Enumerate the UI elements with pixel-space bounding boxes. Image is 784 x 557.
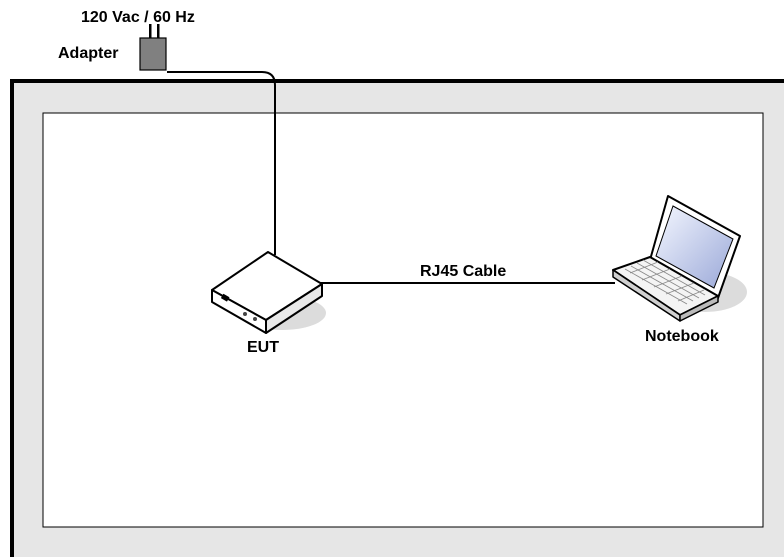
power-rating-label: 120 Vac / 60 Hz [81, 9, 195, 26]
wall-adapter-icon [140, 24, 166, 70]
eut-label: EUT [247, 339, 279, 356]
adapter-label: Adapter [58, 45, 118, 62]
table-inner-surface [43, 113, 763, 527]
rj45-cable-label: RJ45 Cable [420, 263, 506, 280]
test-table [12, 81, 784, 557]
notebook-label: Notebook [645, 328, 719, 345]
